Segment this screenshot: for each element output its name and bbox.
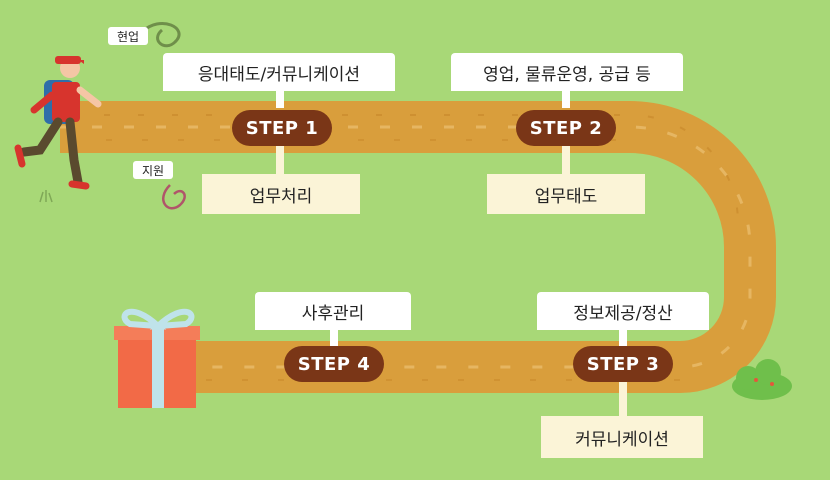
step1-bottom-connector	[276, 146, 284, 176]
step1-top-label: 응대태도/커뮤니케이션	[163, 53, 395, 91]
step4-top-connector	[330, 329, 338, 349]
step2-bottom-connector	[562, 146, 570, 176]
step4-badge: STEP 4	[284, 346, 384, 382]
swirl-icon	[140, 21, 181, 48]
step1-top-connector	[276, 90, 284, 108]
tag-support: 지원	[133, 161, 173, 179]
step1-bottom-label: 업무처리	[202, 174, 360, 214]
step1-badge: STEP 1	[232, 110, 332, 146]
step3-badge: STEP 3	[573, 346, 673, 382]
step3-bottom-connector	[619, 382, 627, 418]
step4-top-label: 사후관리	[255, 292, 411, 330]
swirl-icon-pink	[162, 184, 186, 210]
road-dashes	[60, 125, 752, 369]
step3-top-label: 정보제공/정산	[537, 292, 709, 330]
gift-box-icon	[114, 308, 200, 408]
step2-bottom-label: 업무태도	[487, 174, 645, 214]
step3-bottom-label: 커뮤니케이션	[541, 416, 703, 458]
step3-top-connector	[619, 329, 627, 349]
tag-current-work: 현업	[108, 27, 148, 45]
step2-badge: STEP 2	[516, 110, 616, 146]
bush-icon	[732, 359, 792, 400]
step2-top-label: 영업, 물류운영, 공급 등	[451, 53, 683, 91]
step2-top-connector	[562, 90, 570, 108]
person-walking-icon	[14, 56, 102, 190]
